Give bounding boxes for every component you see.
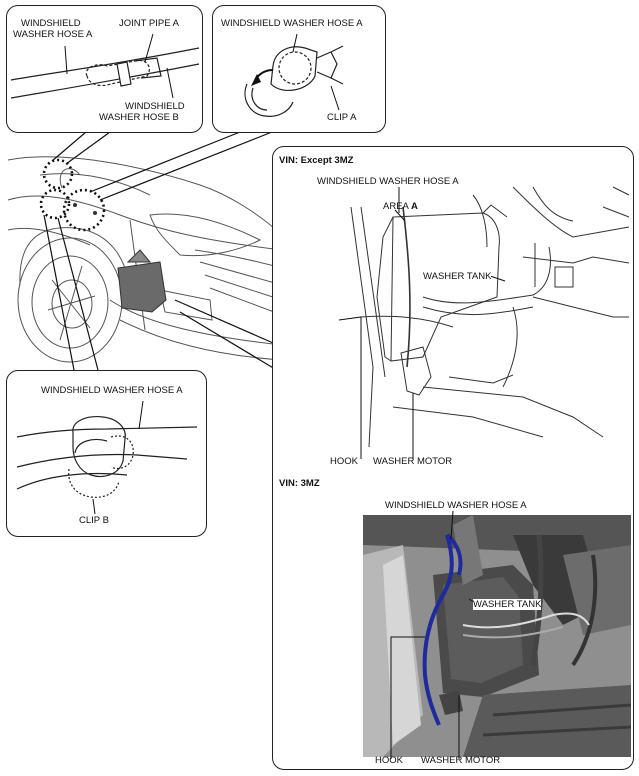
hose-a-label-line1: WINDSHIELD <box>21 18 81 29</box>
clip-a-drawing <box>244 33 344 117</box>
except-hose-a-label: WINDSHIELD WASHER HOSE A <box>317 176 459 187</box>
except-tank-label: WASHER TANK <box>423 271 492 282</box>
marker-circle-clip-a <box>62 188 106 232</box>
callout-engine-bay: VIN: Except 3MZ WINDSHIELD WASHER HOSE A… <box>272 146 634 770</box>
mz-motor-label: WASHER MOTOR <box>421 755 501 766</box>
callout-hose-joint: WINDSHIELD WASHER HOSE A JOINT PIPE A WI… <box>6 5 203 133</box>
mz-heading: VIN: 3MZ <box>279 478 320 489</box>
mz-hose-a-label: WINDSHIELD WASHER HOSE A <box>385 500 527 511</box>
clip-a-hose-label: WINDSHIELD WASHER HOSE A <box>221 18 363 29</box>
marker-circle-joint <box>42 158 74 190</box>
callout-clip-a: WINDSHIELD WASHER HOSE A CLIP A <box>212 5 386 133</box>
area-word: AREA <box>383 201 411 212</box>
area-letter: A <box>411 201 418 212</box>
tank-silhouette <box>117 249 167 313</box>
except-motor-label: WASHER MOTOR <box>373 456 453 467</box>
mz-tank-label: WASHER TANK <box>473 599 542 610</box>
photo-3mz-drawing <box>363 515 631 757</box>
mz-hook-label: HOOK <box>375 755 403 766</box>
hose-a-label-line2: WASHER HOSE A <box>13 29 93 40</box>
except-hook-label: HOOK <box>330 456 358 467</box>
clip-b-drawing <box>16 400 198 515</box>
joint-pipe-label: JOINT PIPE A <box>119 18 180 29</box>
hose-b-label-line1: WINDSHIELD <box>125 101 185 112</box>
hose-b-label-line2: WASHER HOSE B <box>99 112 179 123</box>
except-3mz-heading: VIN: Except 3MZ <box>279 155 354 166</box>
except-area-label: AREA A <box>383 201 418 212</box>
clip-b-label: CLIP B <box>79 515 109 526</box>
photo-3mz <box>363 515 631 757</box>
clip-b-hose-label: WINDSHIELD WASHER HOSE A <box>41 385 183 396</box>
mz-leader-lines <box>390 510 486 759</box>
clip-a-label: CLIP A <box>327 112 357 123</box>
callout-clip-b: WINDSHIELD WASHER HOSE A CLIP B <box>6 370 207 537</box>
marker-circle-clip-b <box>39 188 71 220</box>
except-3mz-drawing <box>338 186 630 459</box>
hose-joint-drawing <box>10 33 200 99</box>
